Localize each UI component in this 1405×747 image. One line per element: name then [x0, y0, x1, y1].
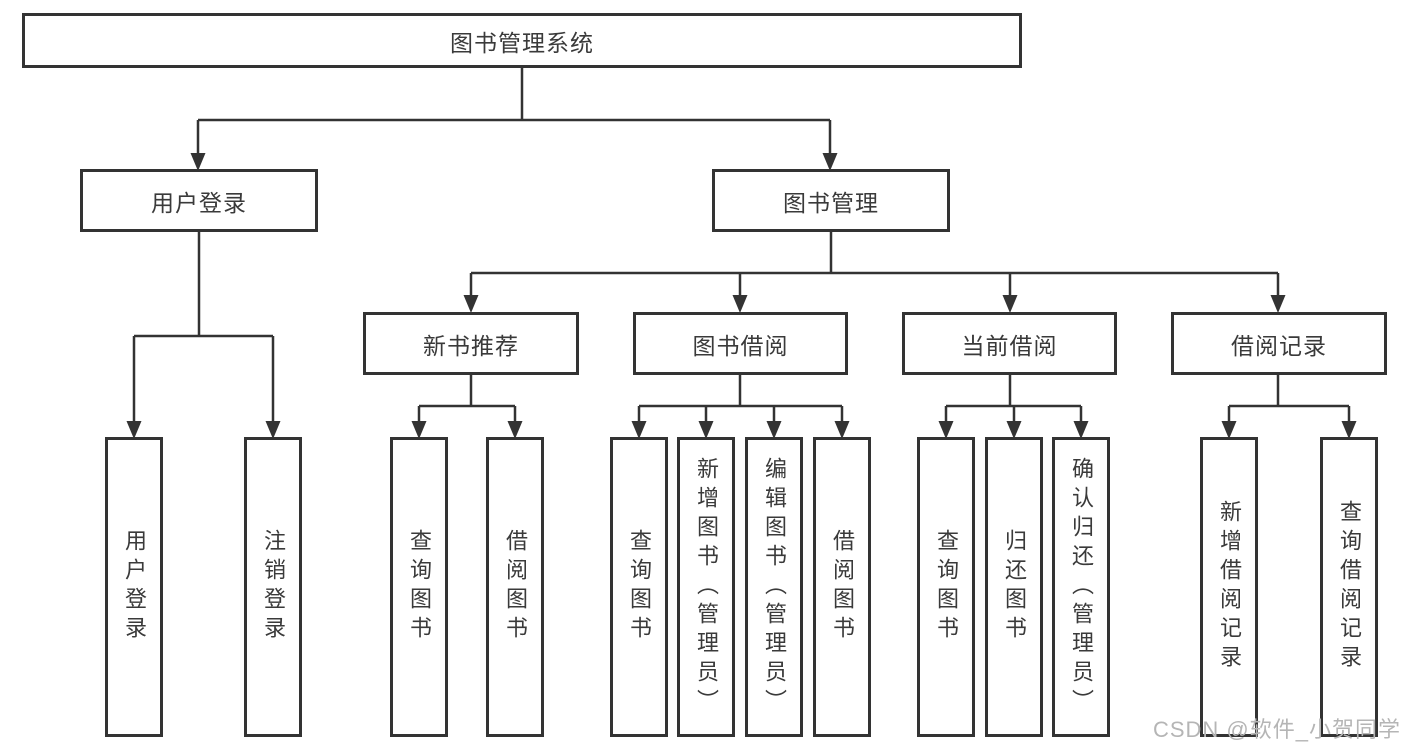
- node-book-management: 图书管理: [712, 169, 950, 232]
- connector-userlogin-to-leaves: [132, 232, 275, 424]
- leaf-edit-book-admin: 编辑图书（管理员）: [745, 437, 803, 737]
- leaf-add-book-admin: 新增图书（管理员）: [677, 437, 735, 737]
- leaf-user-login: 用户登录: [105, 437, 163, 737]
- node-root-system: 图书管理系统: [22, 13, 1022, 68]
- node-new-book-recommend: 新书推荐: [363, 312, 579, 375]
- connector-borrow-to-leaves: [637, 375, 844, 424]
- leaf-borrow-book: 借阅图书: [813, 437, 871, 737]
- leaf-query-borrow-record: 查询借阅记录: [1320, 437, 1378, 737]
- leaf-query-book-recommend: 查询图书: [390, 437, 448, 737]
- connector-bookmgmt-to-level3: [469, 232, 1280, 298]
- node-current-borrow: 当前借阅: [902, 312, 1117, 375]
- leaf-add-borrow-record: 新增借阅记录: [1200, 437, 1258, 737]
- leaf-query-book-current: 查询图书: [917, 437, 975, 737]
- csdn-watermark: CSDN @软件_小贺同学: [1152, 717, 1401, 742]
- leaf-confirm-return-admin: 确认归还（管理员）: [1052, 437, 1110, 737]
- leaf-return-book: 归还图书: [985, 437, 1043, 737]
- node-book-borrow: 图书借阅: [633, 312, 848, 375]
- connector-record-to-leaves: [1227, 375, 1351, 424]
- connector-root-to-level2: [196, 68, 832, 157]
- leaf-query-book-borrow: 查询图书: [610, 437, 668, 737]
- connector-newbook-to-leaves: [417, 375, 517, 424]
- node-borrow-record: 借阅记录: [1171, 312, 1387, 375]
- leaf-borrow-book-recommend: 借阅图书: [486, 437, 544, 737]
- node-user-login: 用户登录: [80, 169, 318, 232]
- connector-current-to-leaves: [944, 375, 1083, 424]
- leaf-logout: 注销登录: [244, 437, 302, 737]
